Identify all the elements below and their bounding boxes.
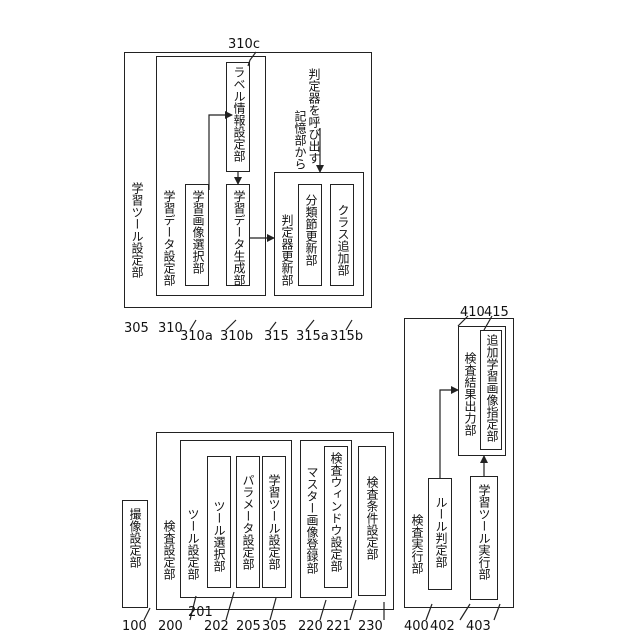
inspection-execute-label: 検査実行部	[410, 514, 423, 574]
inspection-setting-label: 検査設定部	[162, 520, 175, 580]
ref-305: 305	[124, 322, 149, 336]
classifier-update-sub-label: 分類節更新部	[304, 194, 317, 266]
inspection-condition-setting-label: 検査条件設定部	[365, 476, 378, 560]
learning-tool-setting-label: 学習ツール設定部	[130, 182, 143, 278]
ref-415: 415	[484, 306, 509, 320]
tool-setting-label: ツール設定部	[186, 508, 199, 580]
rule-judge-label: ルール判定部	[434, 496, 447, 568]
ref-221: 221	[326, 620, 351, 634]
additional-image-designate-label: 追加学習画像指定部	[485, 334, 498, 442]
call-note-line1: 記憶部から	[293, 110, 306, 170]
ref-201: 201	[188, 606, 213, 620]
learning-data-generate-label: 学習データ生成部	[232, 190, 245, 286]
ref-305a: 305	[262, 620, 287, 634]
parameter-setting-label: パラメータ設定部	[241, 474, 254, 570]
result-output-label: 検査結果出力部	[463, 352, 476, 436]
ref-403: 403	[466, 620, 491, 634]
class-add-label: クラス追加部	[336, 204, 349, 276]
ref-230: 230	[358, 620, 383, 634]
learning-image-select-label: 学習画像選択部	[191, 190, 204, 274]
learning-tool-setting-inner-label: 学習ツール設定部	[267, 474, 280, 570]
master-image-register-label: マスター画像登録部	[305, 466, 318, 574]
ref-410: 410	[460, 306, 485, 320]
ref-315b: 315b	[330, 330, 363, 344]
ref-202: 202	[204, 620, 229, 634]
label-info-setting-label: ラベル情報設定部	[232, 66, 245, 162]
ref-310a: 310a	[180, 330, 213, 344]
call-note-line2: 判定器を呼び出す	[307, 68, 320, 164]
ref-220: 220	[298, 620, 323, 634]
ref-200: 200	[158, 620, 183, 634]
ref-315a: 315a	[296, 330, 329, 344]
ref-310c: 310c	[228, 38, 260, 52]
learning-tool-execute-label: 学習ツール実行部	[477, 484, 490, 580]
learning-data-setting-label: 学習データ設定部	[162, 190, 175, 286]
ref-310b: 310b	[220, 330, 253, 344]
ref-100: 100	[122, 620, 147, 634]
ref-315: 315	[264, 330, 289, 344]
ref-205: 205	[236, 620, 261, 634]
ref-400: 400	[404, 620, 429, 634]
classifier-update-label: 判定器更新部	[280, 214, 293, 286]
ref-402: 402	[430, 620, 455, 634]
tool-select-label: ツール選択部	[212, 500, 225, 572]
inspection-window-setting-label: 検査ウィンドウ設定部	[329, 452, 342, 572]
imaging-setting-label: 撮像設定部	[128, 508, 141, 568]
